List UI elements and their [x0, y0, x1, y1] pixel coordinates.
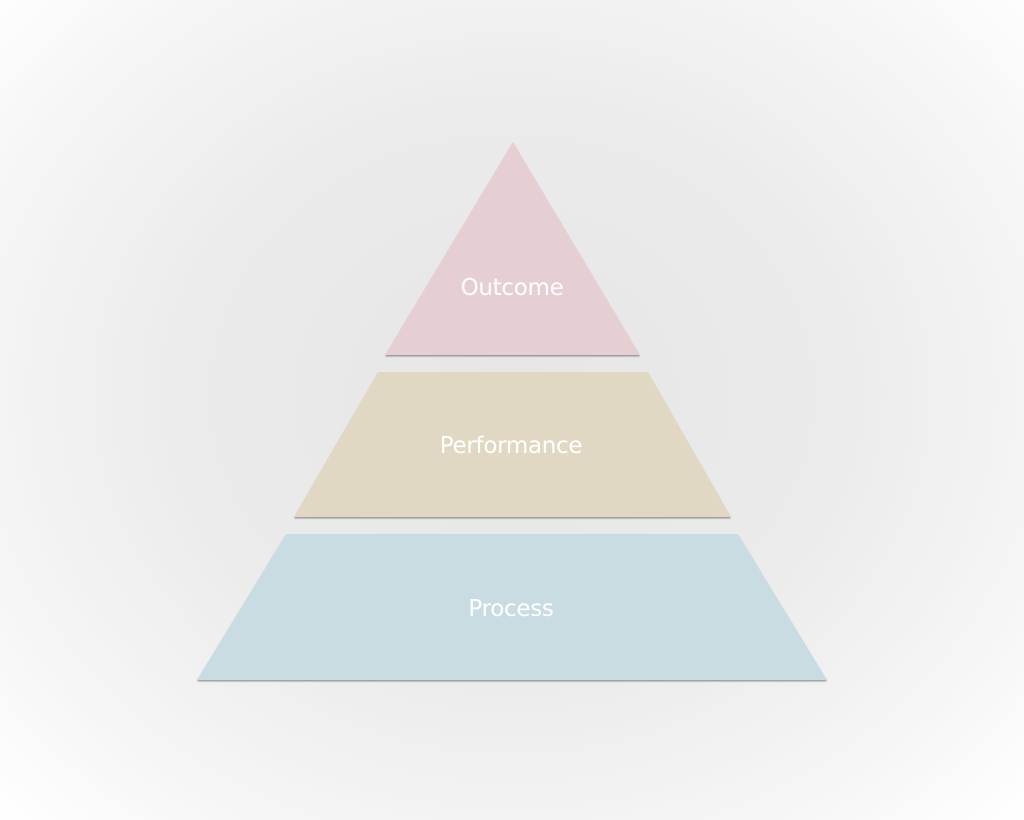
pyramid-tier-process-label: Process — [468, 596, 553, 622]
pyramid-tier-process — [197, 534, 827, 680]
pyramid-tier-performance — [294, 372, 731, 517]
pyramid-tier-outcome — [385, 142, 640, 355]
pyramid-tier-outcome-label: Outcome — [461, 275, 564, 301]
pyramid-tier-performance-label: Performance — [440, 433, 582, 459]
